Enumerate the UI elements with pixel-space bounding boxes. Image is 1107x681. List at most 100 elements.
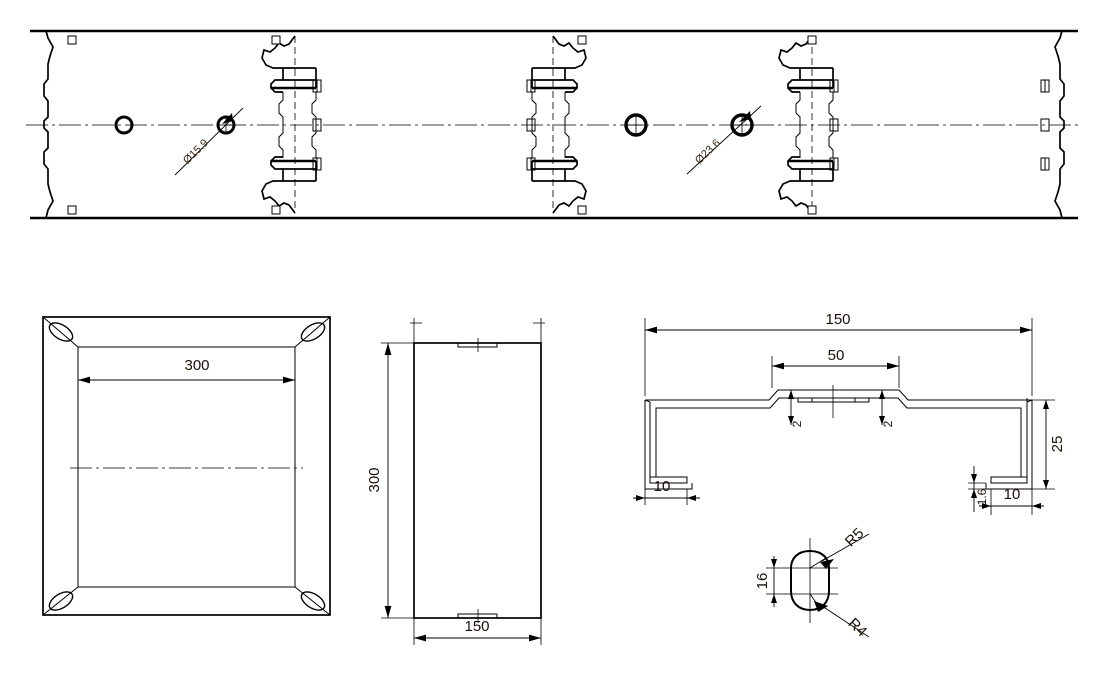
bracket-1-flange-upper <box>283 67 317 88</box>
bracket-1-slot-upper <box>312 79 322 93</box>
top-view-right-end <box>1054 30 1078 219</box>
dim-50-arrow-left <box>772 362 784 370</box>
bracket-2-head-lower <box>552 156 587 214</box>
detail-leader-r4: R4 <box>809 593 871 641</box>
dim-1-6-arrow-bottom <box>971 489 977 498</box>
dim-25-ext <box>1032 399 1055 490</box>
front-view-inner-frame <box>77 346 296 588</box>
bracket-1-body-right <box>311 92 317 158</box>
detail-view: 16 R5 R4 <box>754 525 870 641</box>
side-view-dim-150: 150 <box>410 318 545 645</box>
side-view-notch-top <box>457 343 498 348</box>
bracket-3-head-lower <box>778 156 813 214</box>
dim-h150-ext <box>413 618 542 645</box>
dim-h150-arrow-left <box>414 634 426 642</box>
bracket-2-flange-lower <box>531 161 565 182</box>
side-view-notch-bottom <box>457 613 498 618</box>
r5-leader-line <box>821 533 870 562</box>
dim-50-ext <box>771 356 900 388</box>
bracket-2-head-upper <box>552 35 587 93</box>
diameter-leader-15-9: Ø15.9 <box>174 107 244 176</box>
dim-v300-arrow-bottom <box>384 606 392 618</box>
fastener-square-tl <box>67 35 77 45</box>
top-view-corner-fasteners <box>67 35 817 215</box>
dim-10-left-arrow-b <box>687 495 696 501</box>
section-dim-2-right: 2 <box>879 390 895 427</box>
dim-label-frame-width: 300 <box>184 357 209 374</box>
section-dim-1-6: 1.6 <box>968 466 989 512</box>
dim-label-diameter-large: Ø23.6 <box>693 137 723 166</box>
dim-v300-ext <box>381 342 414 619</box>
dim-label-lip-left: 10 <box>654 478 671 495</box>
bracket-2-slot-mid <box>526 118 536 132</box>
corner-slot-br <box>300 591 326 611</box>
side-view-body <box>413 342 542 619</box>
top-view-bracket-2 <box>526 35 587 214</box>
top-view-left-end <box>30 30 54 219</box>
bracket-3-slot-mid <box>829 118 839 132</box>
section-dim-50: 50 <box>771 347 900 388</box>
detail-leader-r5: R5 <box>809 525 870 569</box>
section-corner-joins <box>644 399 1033 403</box>
r4-leader-arrow <box>814 601 828 612</box>
dim-label-rib-left: 2 <box>790 420 804 427</box>
dim-2-left-arrow-top <box>788 390 794 399</box>
section-dim-10-right: 10 <box>979 486 1044 515</box>
bracket-1-head-lower <box>261 156 296 214</box>
fastener-square-b1 <box>271 205 281 215</box>
dim-1-6-arrow-top <box>971 474 977 483</box>
fastener-square-t1 <box>271 35 281 45</box>
dim-label-side-height: 300 <box>366 467 383 492</box>
leader-arrow-15-9 <box>222 113 233 124</box>
hole-3-crosshair <box>626 115 646 135</box>
bracket-1-slot-mid <box>312 118 322 132</box>
bracket-2-slot-upper <box>526 79 536 93</box>
corner-slot-bl <box>48 591 74 611</box>
dim-label-slot-height: 16 <box>754 573 771 590</box>
dim-label-lip-right: 10 <box>1004 486 1021 503</box>
leader-line-15-9 <box>174 107 244 176</box>
section-profile-inner <box>649 397 1028 484</box>
right-slot-mid <box>1040 118 1050 132</box>
top-view-holes <box>114 113 754 137</box>
bracket-1-head-upper <box>261 35 296 93</box>
bracket-3-flange-upper <box>800 67 834 88</box>
front-view-dim-300: 300 <box>78 357 295 384</box>
bracket-3-flange-lower <box>800 161 834 182</box>
dim-16-arrow-top <box>771 559 777 568</box>
dim-label-thickness: 1.6 <box>975 488 989 505</box>
bracket-2-flange-upper <box>531 67 565 88</box>
bracket-2-slot-lower <box>526 157 536 171</box>
side-view-dim-300: 300 <box>366 342 414 619</box>
bracket-1-flange-lower <box>283 161 317 182</box>
bracket-3-slot-lower <box>829 157 839 171</box>
dim-300-arrow-right <box>283 376 295 384</box>
bracket-2-body-left <box>531 92 537 158</box>
fastener-square-t2 <box>577 35 587 45</box>
bracket-3-body-left <box>795 92 801 158</box>
fastener-square-t3 <box>807 35 817 45</box>
fastener-square-b2 <box>577 205 587 215</box>
top-view: Ø15.9 Ø23.6 <box>26 29 1082 220</box>
bracket-1-slot-lower <box>312 157 322 171</box>
fastener-square-bl <box>67 205 77 215</box>
bracket-1-body-left <box>278 92 284 158</box>
side-view: 300 150 <box>366 318 545 645</box>
dim-25-arrow-bottom <box>1043 480 1049 489</box>
dim-label-center-flat: 50 <box>828 347 845 364</box>
bracket-2-body-right <box>564 92 570 158</box>
top-view-bracket-1 <box>261 35 322 214</box>
right-slot-lower <box>1040 157 1050 171</box>
dim-150-arrow-right <box>1020 326 1032 334</box>
front-view-outer-frame <box>42 316 331 616</box>
dim-150-arrow-left <box>645 326 657 334</box>
dim-2-right-arrow-top <box>879 390 885 399</box>
section-view: 150 50 2 2 10 <box>633 311 1066 515</box>
dim-label-radius-bottom: R4 <box>845 615 871 641</box>
dim-16-arrow-bottom <box>771 594 777 603</box>
dim-1-6-ext <box>968 482 986 490</box>
dim-50-arrow-right <box>887 362 899 370</box>
dim-h150-arrow-right <box>529 634 541 642</box>
front-view-mitre-lines <box>42 316 331 616</box>
